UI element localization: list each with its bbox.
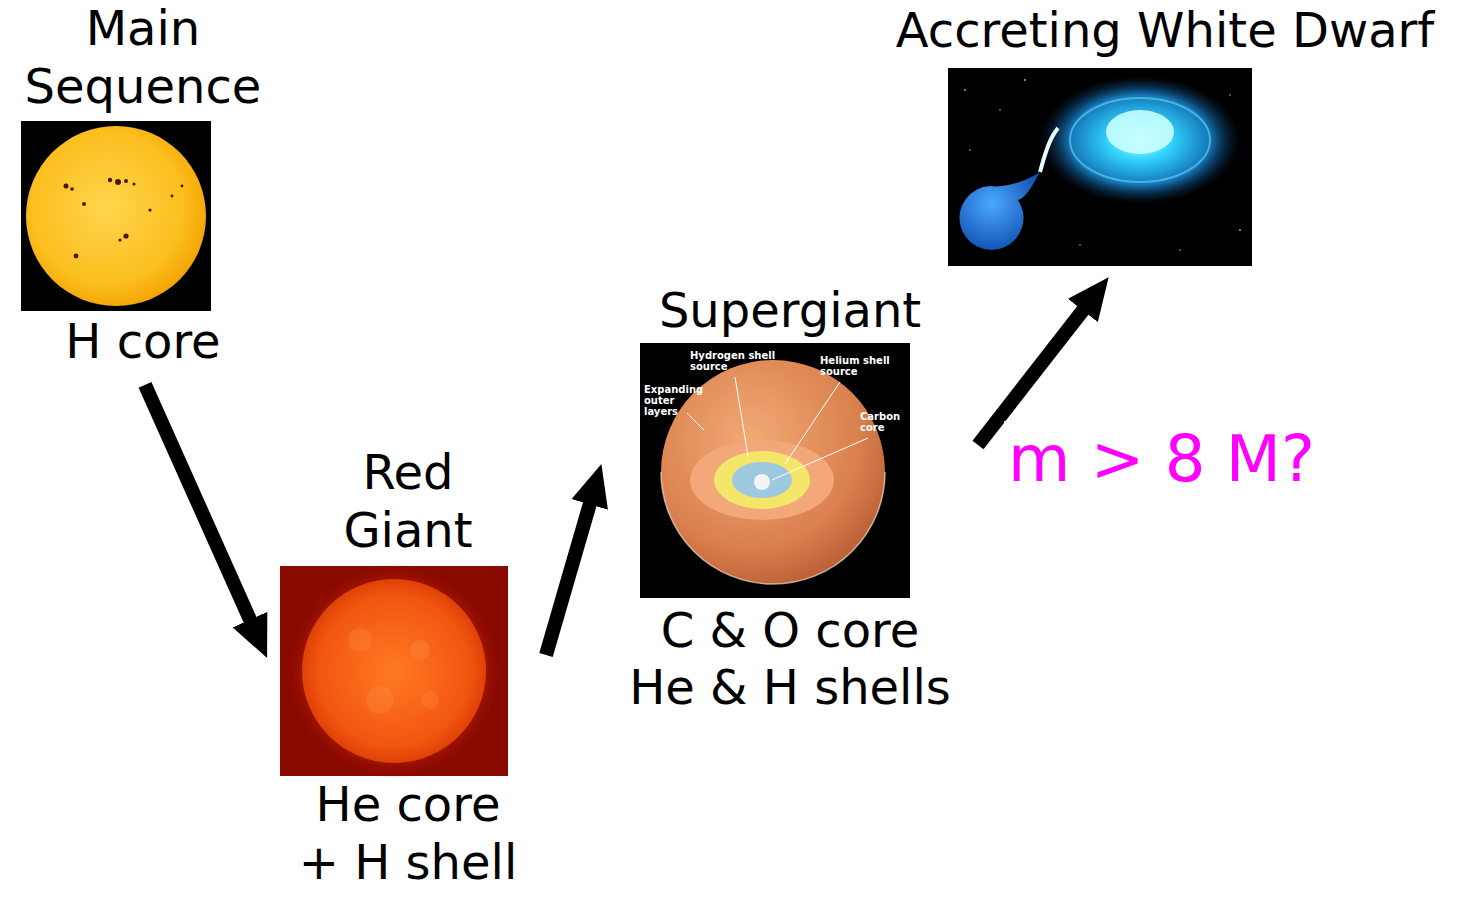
stage-node: Main Sequence H core — [8, 0, 278, 371]
image-spacer — [408, 559, 409, 776]
stage-node: Supergiant C & O core He & H shells — [610, 282, 970, 717]
part-label: Carbon core — [860, 411, 906, 433]
stage-composition: C & O core He & H shells — [625, 602, 955, 717]
stage-composition: He core + H shell — [293, 776, 523, 891]
image-spacer — [790, 340, 791, 602]
mass-condition: m > 8 M? — [1004, 421, 1319, 498]
evolution-arrow — [145, 385, 252, 624]
image-spacer — [1165, 60, 1166, 266]
stage-node: Accreting White Dwarf — [870, 2, 1460, 266]
stage-composition: H core — [8, 313, 278, 371]
stage-node: Red Giant He core + H shell — [278, 444, 538, 891]
evolution-arrow — [546, 500, 591, 655]
image-spacer — [143, 115, 144, 313]
stage-title: Supergiant — [610, 282, 970, 340]
part-label: Expanding outer layers — [644, 384, 708, 417]
sun-image — [21, 121, 211, 311]
part-label: Hydrogen shell source — [690, 350, 786, 372]
supergiant-image — [640, 343, 910, 598]
stage-title: Main Sequence — [8, 0, 278, 115]
white-dwarf-image — [948, 68, 1252, 266]
stage-title: Red Giant — [323, 444, 493, 559]
red-giant-image — [280, 563, 508, 779]
part-label: Helium shell source — [820, 355, 904, 377]
stage-title: Accreting White Dwarf — [870, 2, 1460, 60]
